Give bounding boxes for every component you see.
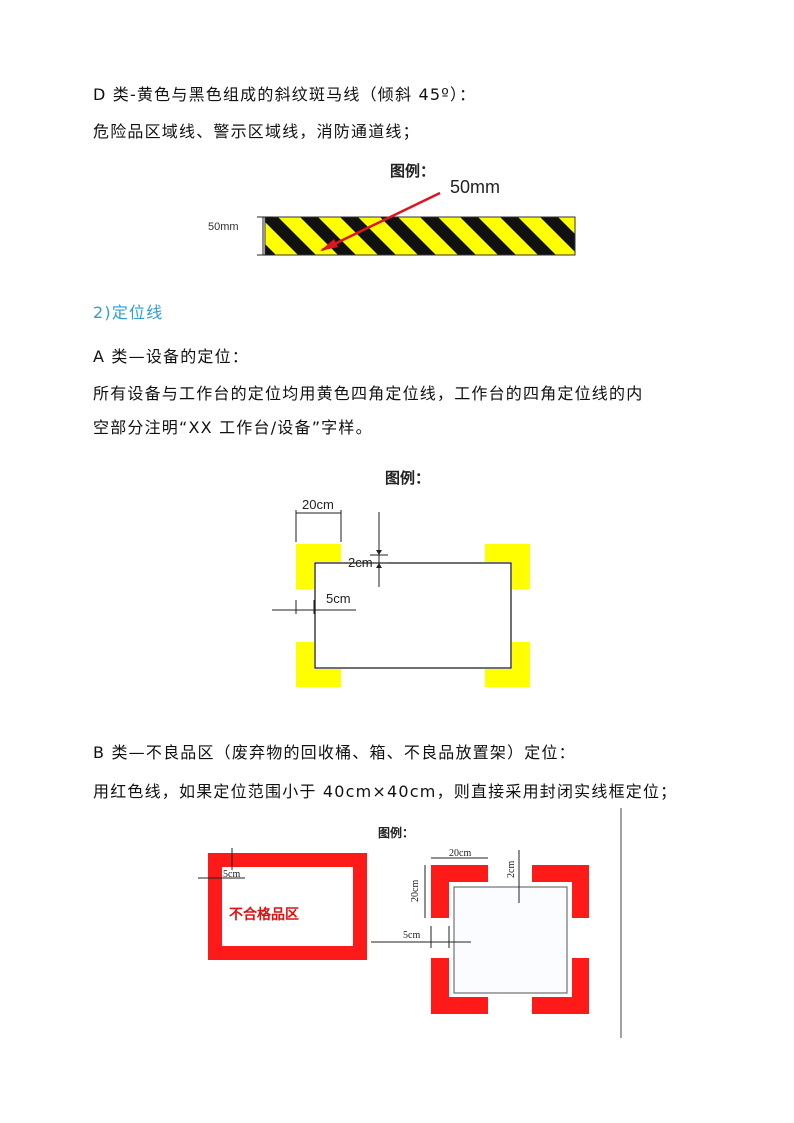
red-corner-markers — [431, 865, 589, 1014]
figure3-legend: 图例： — [378, 825, 414, 840]
zebra-stripe — [540, 217, 575, 252]
zebra-stripe — [265, 244, 276, 255]
b-class-description: 用红色线，如果定位范围小于 40cm×40cm，则直接采用封闭实线框定位； — [93, 782, 678, 801]
a-class-description-line2: 空部分注明“XX 工作台/设备”字样。 — [93, 418, 373, 437]
height-label: 50mm — [208, 221, 239, 233]
gap-label: 2cm — [348, 555, 373, 570]
a-class-description-line1: 所有设备与工作台的定位均用黄色四角定位线，工作台的四角定位线的内 — [93, 384, 644, 403]
b-class-title: B 类—不良品区（废弃物的回收桶、箱、不良品放置架）定位： — [93, 743, 576, 762]
zebra-line-figure: 图例： 50mm 50mm — [208, 162, 600, 256]
workstation-outline — [314, 562, 512, 669]
arrow-head-icon — [320, 239, 338, 251]
closed-red-frame — [208, 853, 367, 960]
left-line-width-label: 5cm — [223, 869, 240, 880]
inner-area-outline — [453, 886, 568, 994]
zebra-stripe — [420, 217, 476, 255]
zone-label: 不合格品区 — [229, 906, 299, 922]
section-heading-positioning-line: 2)定位线 — [93, 303, 164, 322]
corner-line-width-label: 5cm — [403, 930, 420, 941]
red-frame-figure: 图例： 5cm 不合格品区 20cm 20cm 2cm 5cm — [198, 808, 622, 1038]
line-width-label: 5cm — [326, 591, 351, 606]
zebra-stripe — [380, 217, 436, 255]
corner-height-label: 20cm — [410, 880, 421, 902]
zebra-stripe — [340, 217, 396, 255]
width-label: 50mm — [450, 177, 500, 197]
gap-label-vertical: 2cm — [506, 861, 517, 878]
d-class-description: 危险品区域线、警示区域线，消防通道线； — [93, 122, 420, 141]
arrow-line — [321, 191, 441, 252]
zebra-stripe — [300, 217, 356, 255]
corner-width-label: 20cm — [449, 848, 471, 859]
zebra-stripe — [265, 217, 316, 255]
corner-marker-figure: 图例： 20cm 2cm 5cm — [272, 469, 530, 687]
corner-length-label: 20cm — [302, 497, 334, 512]
d-class-title: D 类-黄色与黑色组成的斜纹斑马线（倾斜 45º）： — [93, 85, 477, 104]
zebra-stripe — [500, 217, 556, 255]
zebra-stripe-band — [265, 217, 600, 255]
yellow-corner-markers — [296, 544, 530, 687]
zebra-stripe — [460, 217, 516, 255]
a-class-title: A 类—设备的定位： — [93, 347, 250, 366]
figure2-legend: 图例： — [385, 469, 430, 487]
figure1-legend: 图例： — [390, 162, 435, 180]
zebra-stripe — [580, 217, 600, 255]
